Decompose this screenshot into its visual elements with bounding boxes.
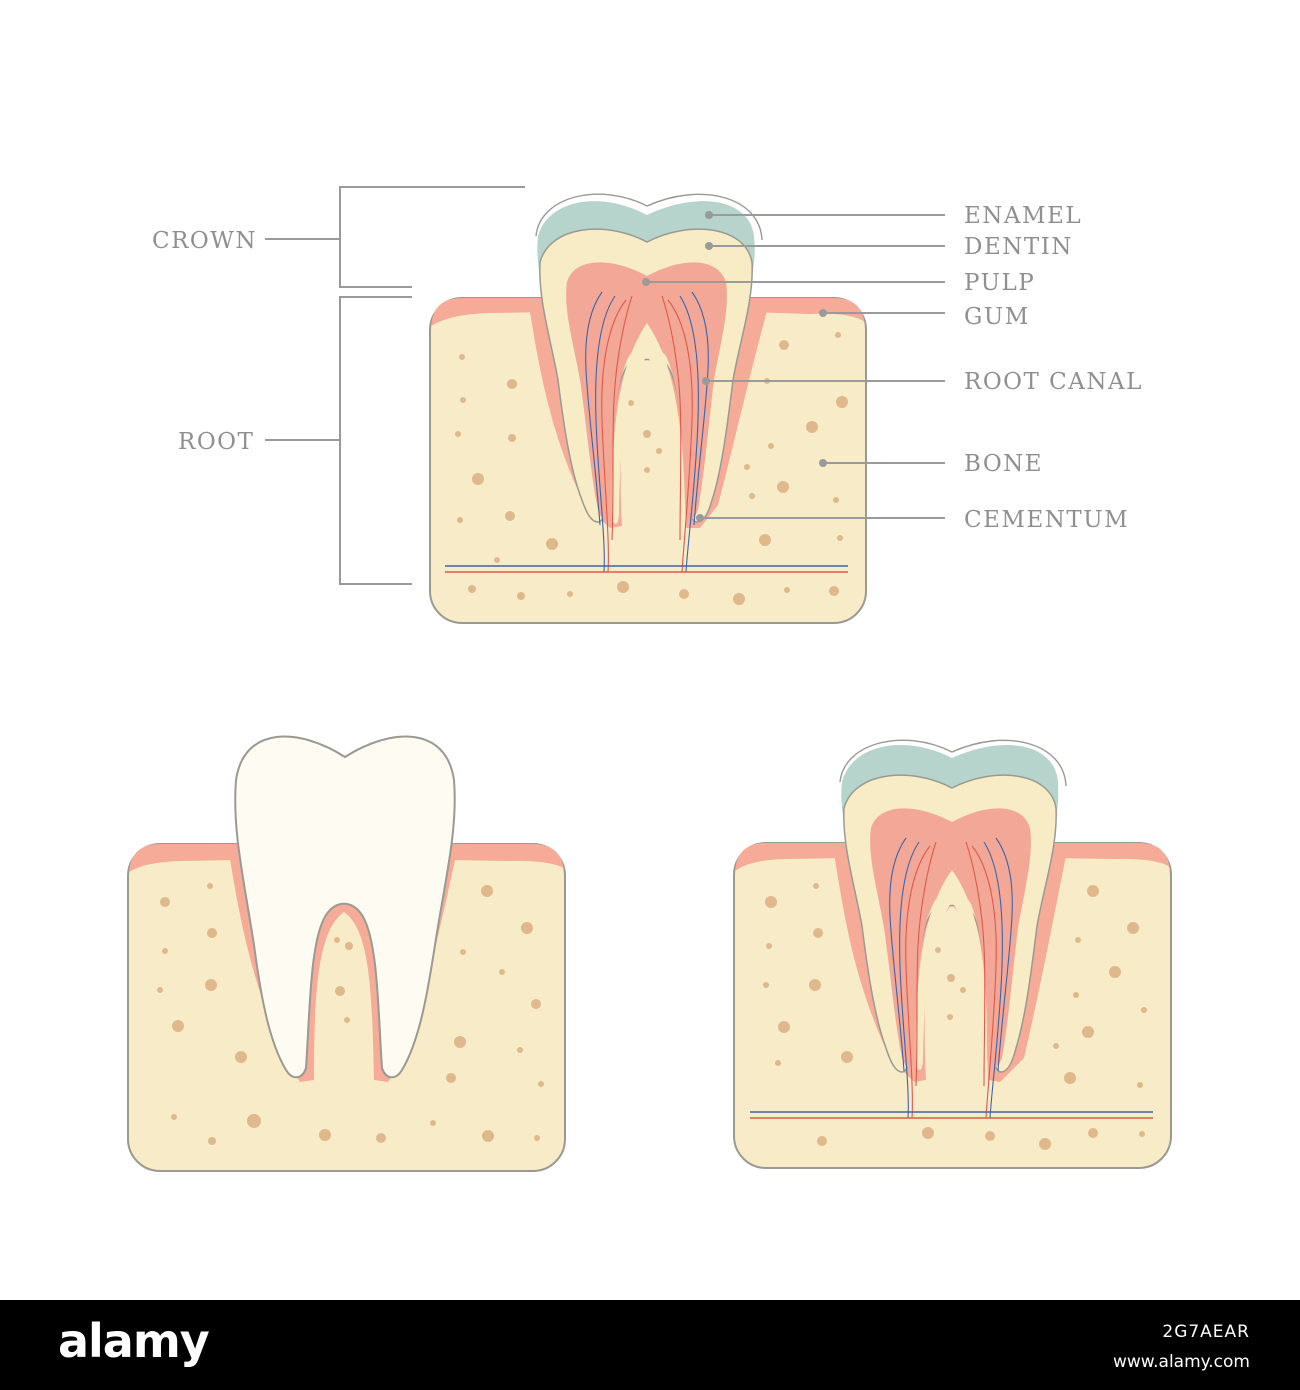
footer-url: www.alamy.com	[1112, 1352, 1250, 1372]
pulp-chamber	[870, 808, 1031, 1067]
enamel-outline	[535, 193, 763, 241]
label-root: ROOT	[178, 429, 254, 455]
label-gum: GUM	[964, 304, 1030, 330]
nerves-and-vessels	[889, 837, 1013, 1119]
label-dentin: DENTIN	[964, 234, 1073, 260]
label-cementum: CEMENTUM	[964, 507, 1129, 533]
watermark-footer-bar: alamy 2G7AEAR www.alamy.com	[0, 1300, 1300, 1390]
tooth-body	[234, 735, 456, 1079]
cross-section-tooth-top	[429, 193, 867, 624]
root-bracket	[265, 296, 412, 585]
leader-lines	[646, 214, 945, 519]
tooth-anatomy-diagram: CROWN ROOT ENAMEL DENTIN PULP GUM ROOT C…	[127, 186, 1172, 1172]
inner-dentin-arch	[612, 323, 683, 524]
label-bone: BONE	[964, 451, 1043, 477]
pulp-chamber	[566, 262, 727, 519]
enamel-outline	[839, 739, 1067, 787]
crown-bracket	[265, 186, 525, 288]
bone-dots	[763, 883, 1147, 1150]
label-pulp: PULP	[964, 270, 1035, 296]
bone-dots	[157, 883, 544, 1145]
bone-dots	[455, 332, 848, 605]
label-enamel: ENAMEL	[964, 203, 1082, 229]
label-crown: CROWN	[152, 228, 257, 254]
inner-dentin-arch	[916, 870, 987, 1070]
label-root-canal: ROOT CANAL	[964, 369, 1143, 395]
footer-logo: alamy	[58, 1314, 210, 1368]
plain-tooth-illustration	[127, 735, 566, 1172]
leader-dots	[642, 211, 827, 522]
cross-section-tooth-bottom	[733, 739, 1172, 1169]
footer-image-id: 2G7AEAR	[1162, 1322, 1250, 1342]
nerves-and-vessels	[585, 291, 709, 573]
